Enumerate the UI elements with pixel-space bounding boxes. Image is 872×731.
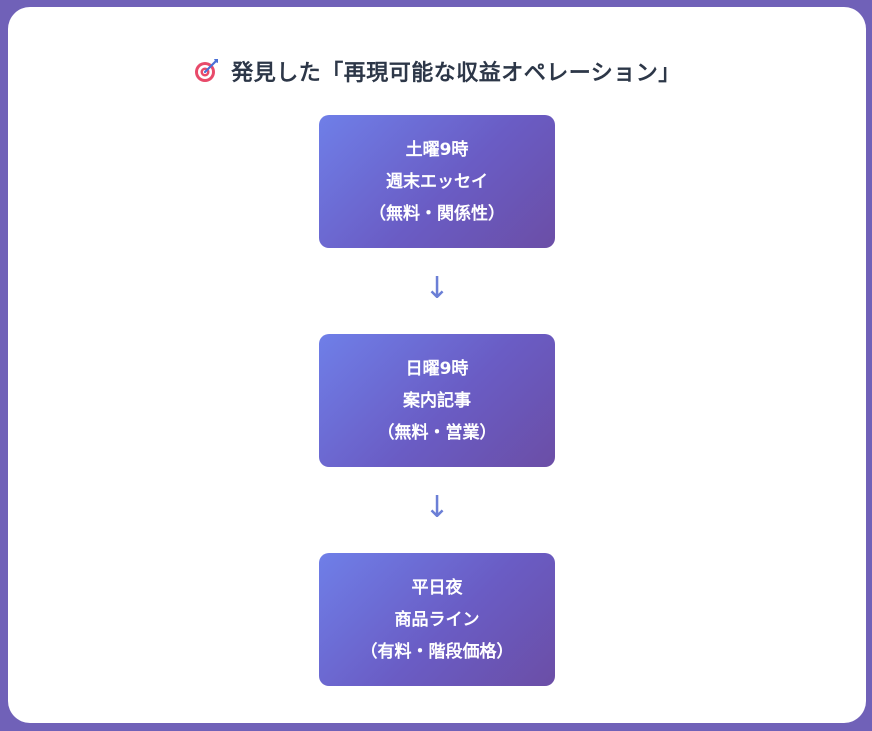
page-title: 発見した「再現可能な収益オペレーション」 — [231, 61, 681, 86]
flow-arrow-down-icon: ↓ — [424, 271, 450, 306]
flow-step-sunday-guide: 日曜9時 案内記事 （無料・営業） — [319, 334, 555, 467]
flow-arrow-down-icon: ↓ — [424, 490, 450, 525]
step-time: 平日夜 — [411, 577, 463, 598]
flow-step-saturday-essay: 土曜9時 週末エッセイ （無料・関係性） — [319, 115, 555, 248]
step-name: 商品ライン — [394, 609, 480, 630]
target-icon — [193, 57, 221, 85]
step-detail: （無料・関係性） — [369, 203, 505, 224]
title-row: 発見した「再現可能な収益オペレーション」 — [8, 53, 866, 89]
content-card: 発見した「再現可能な収益オペレーション」 土曜9時 週末エッセイ （無料・関係性… — [8, 7, 866, 723]
step-name: 案内記事 — [403, 390, 471, 411]
step-time: 日曜9時 — [405, 358, 469, 379]
flow-step-weekday-products: 平日夜 商品ライン （有料・階段価格） — [319, 553, 555, 686]
step-time: 土曜9時 — [405, 139, 469, 160]
step-detail: （有料・階段価格） — [360, 641, 514, 662]
step-name: 週末エッセイ — [386, 171, 488, 192]
step-detail: （無料・営業） — [377, 422, 497, 443]
